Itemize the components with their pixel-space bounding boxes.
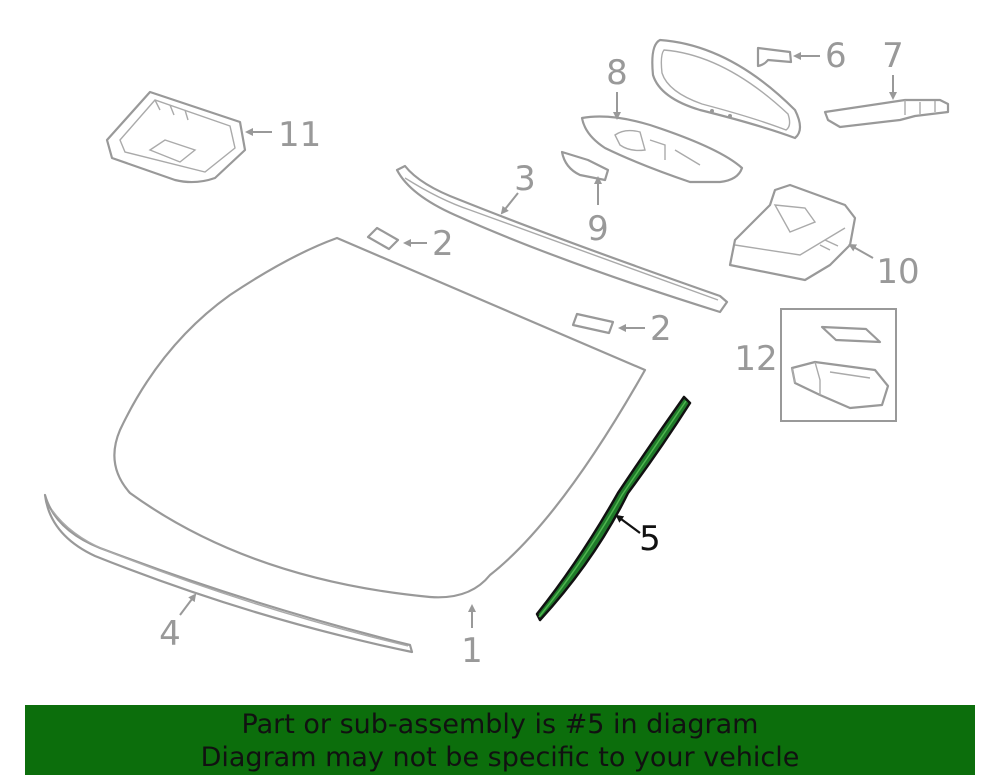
parts-diagram: 1 2 2 3 4 5 6 7 8 9 10 11: [43, 36, 950, 671]
adhesive-pad-upper: [366, 226, 400, 251]
svg-text:12: 12: [734, 339, 777, 379]
camera-module: [728, 183, 857, 282]
adhesive-pad-lower: [571, 312, 615, 335]
svg-text:9: 9: [587, 209, 609, 249]
side-molding-highlighted: [535, 395, 692, 622]
svg-text:10: 10: [876, 252, 919, 292]
banner-line-1: Part or sub-assembly is #5 in diagram: [241, 709, 759, 740]
console-housing: [105, 90, 247, 184]
svg-text:3: 3: [514, 159, 536, 199]
callout-6: 6: [793, 36, 847, 76]
callout-10: 10: [848, 244, 920, 292]
callout-11: 11: [245, 115, 321, 155]
svg-text:8: 8: [606, 53, 628, 93]
svg-text:1: 1: [461, 631, 483, 671]
callout-3: 3: [500, 159, 536, 215]
small-bracket: [560, 150, 610, 182]
rearview-mirror: [651, 38, 802, 140]
callout-1: 1: [461, 604, 483, 671]
callout-2-upper: 2: [403, 224, 454, 264]
callout-12: 12: [734, 339, 777, 379]
svg-text:6: 6: [825, 36, 847, 76]
svg-text:4: 4: [159, 614, 181, 654]
banner-line-2: Diagram may not be specific to your vehi…: [200, 742, 800, 773]
windshield-glass: [113, 236, 647, 599]
callout-7: 7: [882, 36, 904, 100]
upper-molding: [395, 164, 729, 314]
svg-text:5: 5: [639, 519, 661, 559]
svg-text:2: 2: [650, 309, 672, 349]
callout-8: 8: [606, 53, 628, 120]
sensor-cover: [580, 115, 744, 184]
info-banner: Part or sub-assembly is #5 in diagram Di…: [25, 705, 975, 775]
part-12-box: [780, 308, 897, 422]
lower-molding: [43, 493, 414, 654]
mirror-cover: [823, 98, 950, 129]
svg-text:2: 2: [432, 224, 454, 264]
callout-5: 5: [615, 514, 661, 559]
callout-4: 4: [159, 593, 197, 654]
callout-2-lower: 2: [618, 309, 672, 349]
svg-text:7: 7: [882, 36, 904, 76]
callout-9: 9: [587, 176, 609, 249]
svg-text:11: 11: [278, 115, 321, 155]
